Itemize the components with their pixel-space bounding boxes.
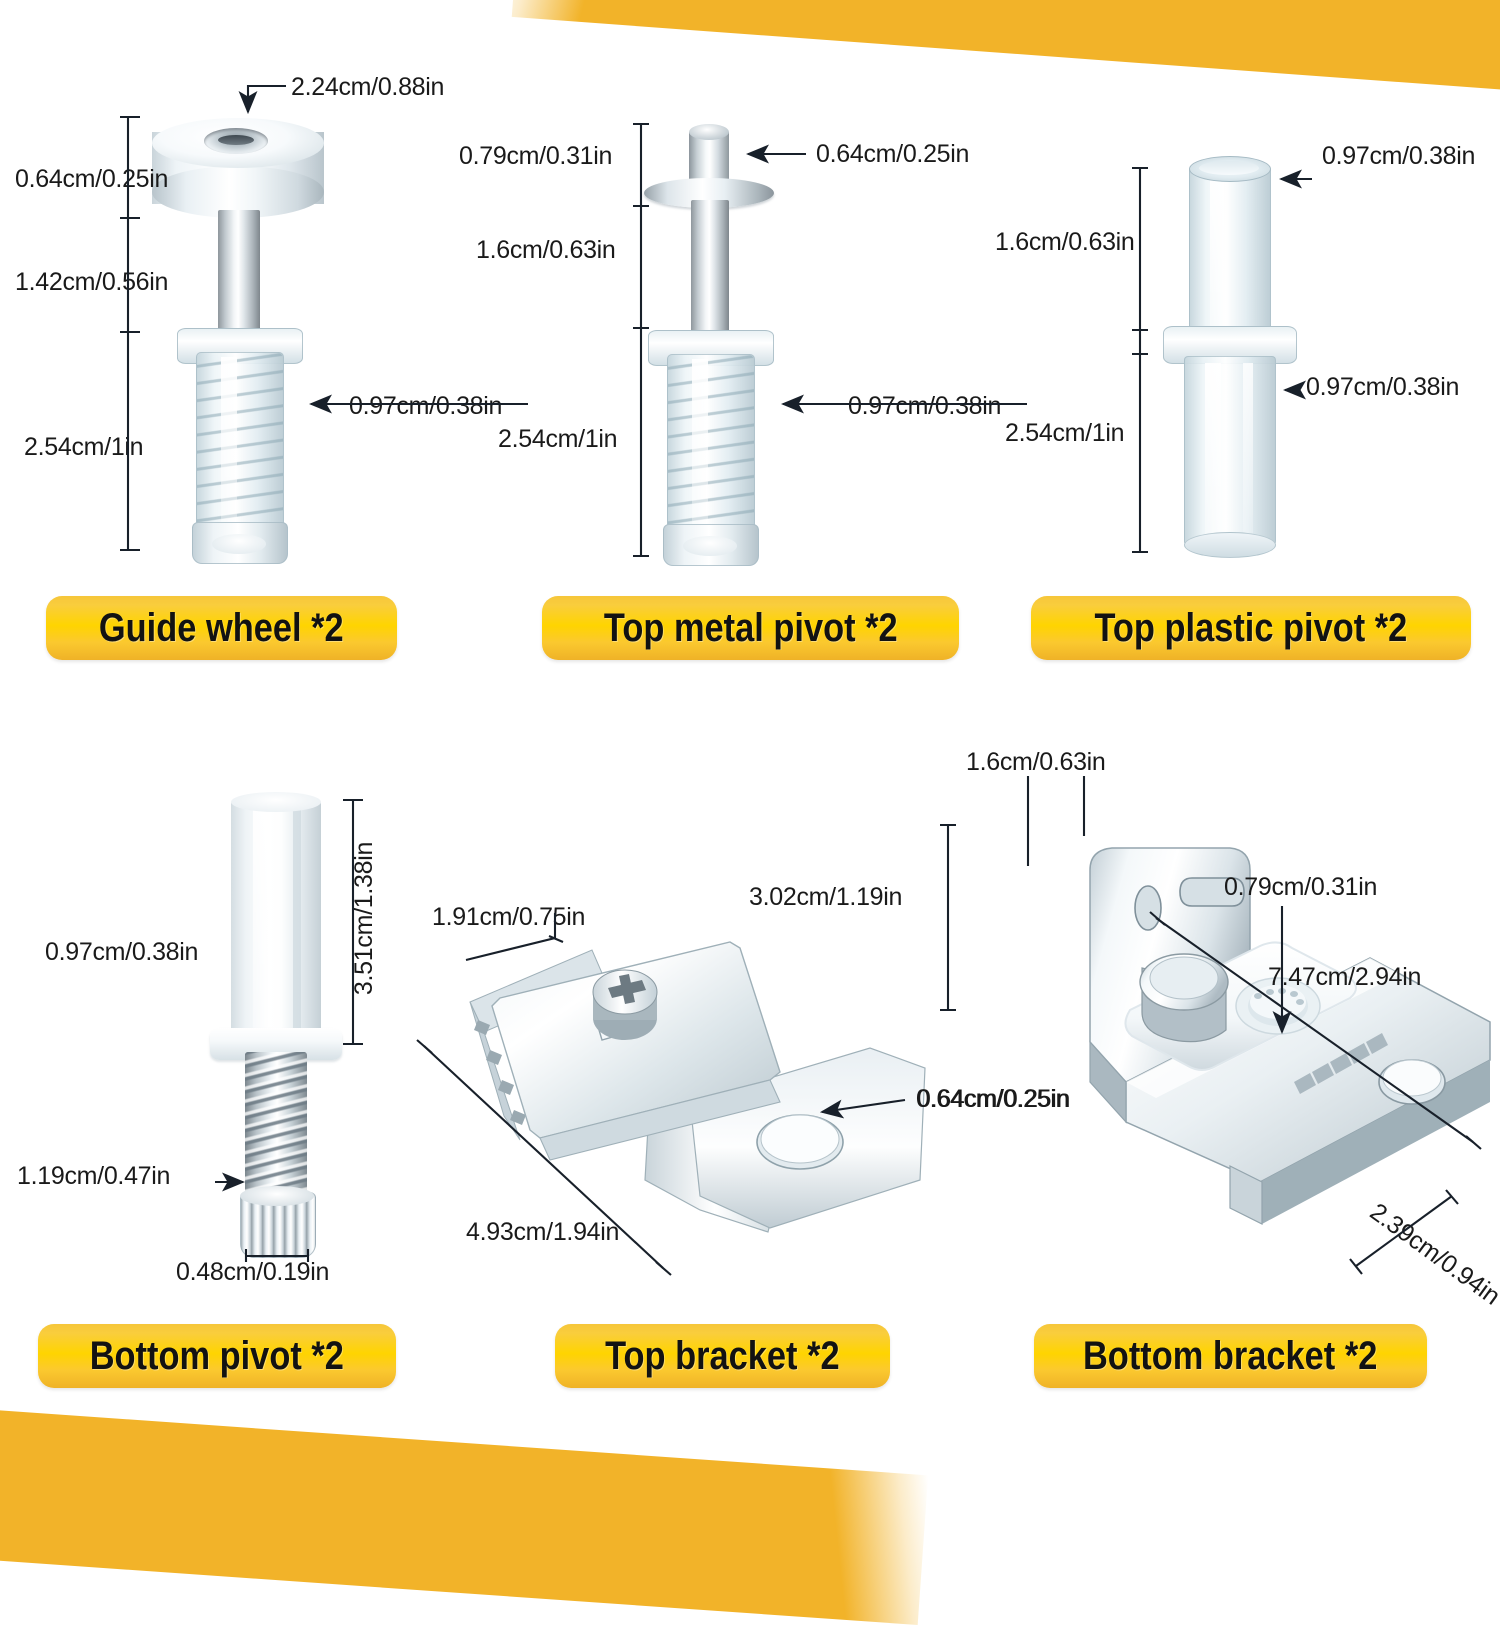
dim-bottom-pivot-total-height: 3.51cm/1.38in	[350, 841, 379, 996]
dim-bottom-pivot-head-diameter: 1.19cm/0.47in	[17, 1162, 171, 1190]
dim-bottom-bracket-slot-spacing: 1.6cm/0.63in	[966, 748, 1106, 776]
dim-top-plastic-pivot-top-length: 1.6cm/0.63in	[995, 228, 1135, 256]
label-top-plastic-pivot: Top plastic pivot *2	[1031, 596, 1471, 660]
dim-top-metal-pivot-sleeve-length: 2.54cm/1in	[498, 425, 618, 453]
label-top-metal-pivot-text: Top metal pivot *2	[603, 605, 898, 650]
label-bottom-bracket-text: Bottom bracket *2	[1083, 1333, 1378, 1378]
label-bottom-pivot-text: Bottom pivot *2	[89, 1333, 345, 1378]
dim-guide-wheel-wheel-height: 0.64cm/0.25in	[15, 165, 169, 193]
dim-guide-wheel-sleeve-diameter: 0.97cm/0.38in	[349, 392, 503, 420]
dim-top-plastic-pivot-body-length: 2.54cm/1in	[1005, 419, 1125, 447]
dim-top-metal-pivot-shaft-length: 1.6cm/0.63in	[476, 236, 616, 264]
dim-top-plastic-pivot-top-diameter: 0.97cm/0.38in	[1322, 142, 1476, 170]
decorative-band-bottom-left	[0, 1408, 929, 1625]
dim-guide-wheel-sleeve-length: 2.54cm/1in	[24, 433, 144, 461]
dim-bottom-bracket-hole-diameter: 0.79cm/0.31in	[1224, 873, 1378, 901]
dim-bottom-pivot-barrel-diameter: 0.97cm/0.38in	[45, 938, 199, 966]
dim-bottom-bracket-flange-height: 3.02cm/1.19in	[749, 883, 903, 911]
dim-guide-wheel-wheel-diameter: 2.24cm/0.88in	[291, 73, 445, 101]
dim-top-bracket-hole-diameter: 0.64cm/0.25in	[917, 1085, 1071, 1113]
decorative-band-top-right	[511, 0, 1500, 92]
label-guide-wheel: Guide wheel *2	[46, 596, 397, 660]
dim-top-plastic-pivot-body-diameter: 0.97cm/0.38in	[1306, 373, 1460, 401]
dim-guide-wheel-shaft-length: 1.42cm/0.56in	[15, 268, 169, 296]
dim-bottom-pivot-tip-width: 0.48cm/0.19in	[176, 1258, 330, 1286]
label-guide-wheel-text: Guide wheel *2	[99, 605, 344, 650]
dim-bottom-bracket-side-height: 0.64cm/0.25in	[916, 1085, 1070, 1113]
label-top-metal-pivot: Top metal pivot *2	[542, 596, 959, 660]
label-top-bracket-text: Top bracket *2	[605, 1333, 840, 1378]
label-top-plastic-pivot-text: Top plastic pivot *2	[1094, 605, 1408, 650]
label-bottom-pivot: Bottom pivot *2	[38, 1324, 396, 1388]
dim-top-metal-pivot-sleeve-diameter: 0.97cm/0.38in	[848, 392, 1002, 420]
label-bottom-bracket: Bottom bracket *2	[1034, 1324, 1427, 1388]
dim-top-metal-pivot-pin-height: 0.79cm/0.31in	[459, 142, 613, 170]
dim-top-metal-pivot-pin-diameter: 0.64cm/0.25in	[816, 140, 970, 168]
label-top-bracket: Top bracket *2	[555, 1324, 890, 1388]
dim-top-bracket-length: 4.93cm/1.94in	[466, 1218, 620, 1246]
dim-bottom-bracket-length: 7.47cm/2.94in	[1268, 963, 1422, 991]
dim-top-bracket-width: 1.91cm/0.75in	[432, 903, 586, 931]
